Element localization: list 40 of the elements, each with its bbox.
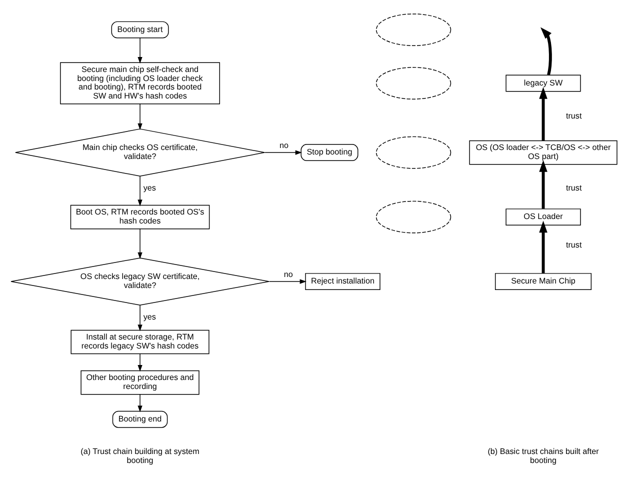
arrow — [539, 220, 548, 273]
node-box: Secure main chip self-check and booting (including OS loader check and booting), RTM records booted SW and HW's hash codes — [60, 62, 220, 104]
arrow — [138, 37, 142, 64]
arrow — [138, 352, 142, 372]
node-diamond: Main chip checks OS certificate, validate? — [15, 128, 265, 176]
node-box: Boot OS, RTM records booted OS's hash codes — [70, 204, 210, 229]
node-box: Booting end — [112, 410, 168, 428]
edge-label: no — [284, 269, 293, 278]
arrow — [138, 304, 142, 331]
edge-label: no — [279, 140, 288, 150]
edge-label: yes — [143, 183, 156, 192]
arrow — [138, 103, 142, 130]
arrow — [138, 228, 142, 258]
node-box: OS Loader — [506, 208, 581, 226]
arrow — [539, 160, 548, 208]
arrow — [539, 86, 548, 140]
label: (a) Trust chain building at system booting — [80, 446, 200, 464]
node-box: Secure Main Chip — [494, 272, 592, 290]
node-ellipse — [376, 200, 452, 233]
arrow — [268, 278, 306, 284]
arrow — [138, 394, 142, 412]
label: (b) Basic trust chains built after booting — [488, 446, 599, 464]
node-box: Other booting procedures and recording — [80, 370, 200, 394]
node-box: OS (OS loader <-> TCB/OS <-> other OS part) — [469, 140, 618, 164]
arrow — [540, 26, 552, 75]
node-box: Install at secure storage, RTM records legacy SW's hash codes — [70, 329, 210, 354]
node-box: legacy SW — [506, 74, 581, 92]
edge-label: yes — [143, 312, 156, 322]
node-box: Reject installation — [305, 272, 380, 290]
edge-label: trust — [566, 240, 582, 249]
node-ellipse — [376, 136, 452, 168]
node-box: Booting start — [111, 20, 169, 38]
edge-label: trust — [566, 110, 582, 120]
arrow — [138, 176, 142, 206]
node-ellipse — [376, 66, 452, 99]
edge-label: trust — [566, 183, 582, 192]
node-ellipse — [376, 13, 452, 46]
node-box: Stop booting — [300, 144, 358, 161]
arrow — [264, 150, 302, 154]
node-diamond: OS checks legacy SW certificate, validate? — [10, 257, 270, 305]
